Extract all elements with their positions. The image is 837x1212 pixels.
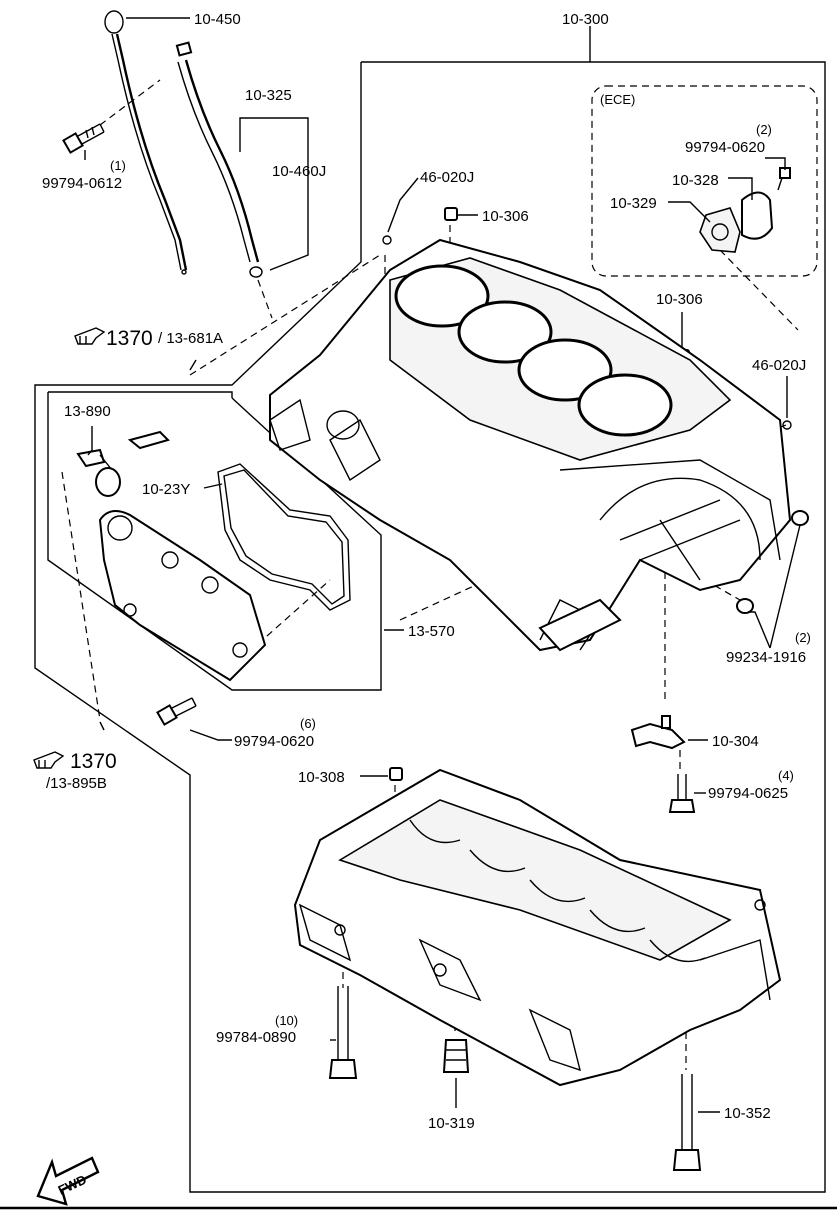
leader-lines [84, 17, 801, 1113]
label-99794-0625: 99794-0625 [708, 785, 788, 802]
fwd-arrow-icon [36, 1156, 100, 1206]
oil-separator-assembly [76, 430, 351, 682]
hand-pointer-icon-lower [33, 751, 65, 769]
label-qty-0620-bot: (6) [300, 716, 316, 731]
frame-lines [0, 61, 837, 1210]
lower-crankcase [293, 768, 782, 1087]
label-10-325: 10-325 [245, 87, 292, 104]
label-46-020j-top: 46-020J [420, 169, 474, 186]
label-ref-1370-top: 1370 [106, 327, 153, 350]
label-10-329: 10-329 [610, 195, 657, 212]
oil-jet [630, 715, 686, 750]
bolt-99794-0620 [156, 697, 197, 726]
label-10-304: 10-304 [712, 733, 759, 750]
label-ece: (ECE) [600, 92, 635, 107]
label-10-306-right: 10-306 [656, 291, 703, 308]
label-ref-1370-bot: 1370 [70, 750, 117, 773]
ece-cover-parts [699, 167, 791, 253]
label-99794-0612: 99794-0612 [42, 175, 122, 192]
label-fwd: FWD [56, 1172, 89, 1198]
label-10-352: 10-352 [724, 1105, 771, 1122]
label-qty-1916: (2) [795, 630, 811, 645]
bolt-99794-0625 [668, 774, 696, 813]
label-ref-13-895b: /13-895B [46, 775, 107, 792]
label-99794-0620-bot: 99794-0620 [234, 733, 314, 750]
bolt-10-352 [672, 1074, 702, 1171]
label-qty-0612: (1) [110, 158, 126, 173]
label-10-306-top: 10-306 [482, 208, 529, 225]
hand-pointer-icon [74, 327, 106, 345]
label-10-319: 10-319 [428, 1115, 475, 1132]
label-10-23y: 10-23Y [142, 481, 190, 498]
label-10-328: 10-328 [672, 172, 719, 189]
label-10-450: 10-450 [194, 11, 241, 28]
label-46-020j-right: 46-020J [752, 357, 806, 374]
label-13-570: 13-570 [408, 623, 455, 640]
label-99784-0890: 99784-0890 [216, 1029, 296, 1046]
cylinder-block-upper [269, 238, 792, 652]
bolt-99794-0612 [62, 123, 105, 154]
label-13-890: 13-890 [64, 403, 111, 420]
labels: 10-450 10-300 10-325 10-460J (1) 99794-0… [42, 11, 811, 1198]
dipstick [104, 10, 188, 275]
bolt-99784-0890 [328, 986, 358, 1079]
label-10-460j: 10-460J [272, 163, 326, 180]
label-qty-0620-top: (2) [756, 122, 772, 137]
label-qty-0625: (4) [778, 768, 794, 783]
label-ref-13-681a: / 13-681A [158, 330, 223, 347]
label-10-300: 10-300 [562, 11, 609, 28]
label-qty-0890: (10) [275, 1013, 298, 1028]
dipstick-tube [175, 41, 263, 278]
label-99794-0620-top: 99794-0620 [685, 139, 765, 156]
label-99234-1916: 99234-1916 [726, 649, 806, 666]
label-10-308: 10-308 [298, 769, 345, 786]
plug-10-319 [442, 1039, 470, 1073]
